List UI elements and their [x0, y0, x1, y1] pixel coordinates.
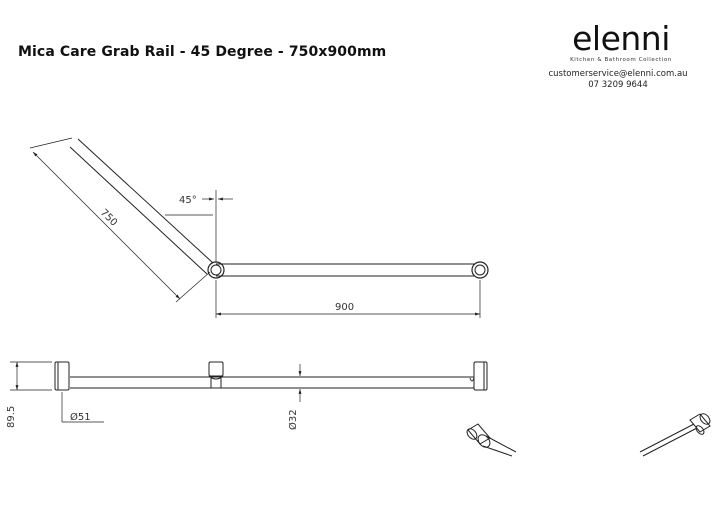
dim-angle-label: 45° [179, 195, 197, 206]
dim-32-label: Ø32 [287, 409, 299, 430]
contact-phone: 07 3209 9644 [588, 80, 648, 90]
brand-block: elenni Kitchen & Bathroom Collection [546, 19, 696, 64]
brand-tagline: Kitchen & Bathroom Collection [570, 57, 672, 63]
dim-900-label: 900 [335, 302, 354, 313]
plan-view [29, 137, 489, 318]
perspective-right [639, 413, 711, 457]
dim-750-line [32, 151, 181, 300]
elevation-view [10, 361, 488, 423]
dim-750-label: 750 [98, 207, 119, 228]
contact-email[interactable]: customerservice@elenni.com.au [548, 69, 688, 79]
middle-flange [208, 361, 224, 377]
page-title: Mica Care Grab Rail - 45 Degree - 750x90… [18, 44, 387, 60]
brand-logo: elenni [572, 19, 670, 58]
dim-89-5-label: 89.5 [6, 406, 17, 428]
left-flange [54, 361, 70, 391]
perspective-left [466, 423, 517, 457]
angled-tube-edge-bottom [69, 146, 208, 275]
dim-51-label: Ø51 [70, 411, 91, 423]
end-flange [471, 261, 489, 279]
contact-block: customerservice@elenni.com.au 07 3209 96… [538, 69, 698, 91]
right-flange [473, 361, 488, 391]
